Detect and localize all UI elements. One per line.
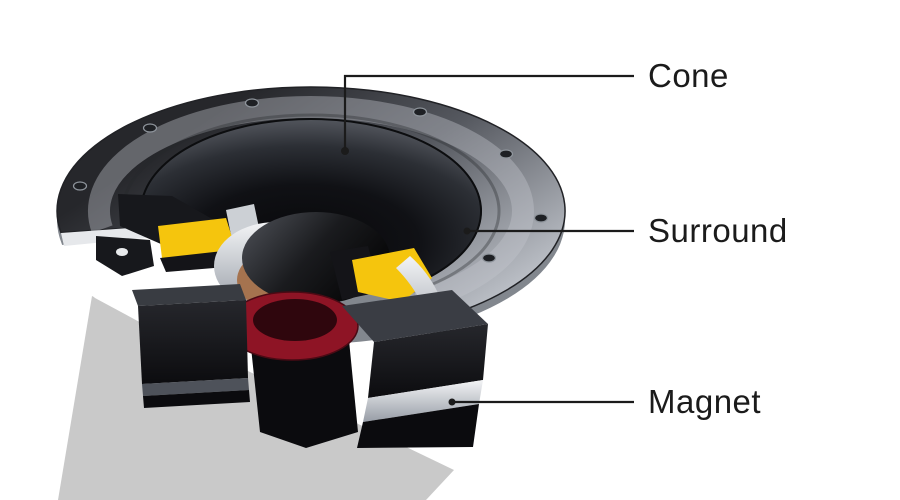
block-base <box>357 404 479 448</box>
block-top-facet <box>342 290 488 342</box>
screw-hole <box>142 123 158 133</box>
terminal-bracket <box>96 236 154 276</box>
label-surround: Surround <box>648 212 788 249</box>
block-plate <box>363 380 483 422</box>
block-base <box>143 390 250 408</box>
magnet-anchor-dot <box>448 398 456 406</box>
magnet-block-left <box>132 284 250 408</box>
block-plate <box>142 378 249 396</box>
bracket-hole <box>116 248 128 256</box>
magnet-block-right <box>342 290 488 448</box>
label-cone: Cone <box>648 57 729 94</box>
block-front <box>138 300 248 384</box>
screw-holes <box>72 98 549 263</box>
surround-highlight <box>87 96 534 312</box>
frame-cut-face <box>61 227 146 246</box>
cone-rim-edge <box>140 118 482 292</box>
screw-hole <box>481 253 497 263</box>
screw-hole <box>72 181 88 191</box>
surround-crease <box>121 113 501 296</box>
surround-anchor-dot <box>463 227 471 235</box>
magnet-ring-bore <box>253 299 337 341</box>
screw-hole <box>244 98 260 108</box>
cone-leader-line <box>343 74 634 150</box>
screw-hole <box>412 107 428 117</box>
block-top-facet <box>132 284 246 306</box>
label-magnet: Magnet <box>648 383 762 420</box>
cutaway-internals <box>61 194 488 448</box>
leader-lines <box>341 74 634 406</box>
block-front <box>368 324 488 398</box>
screw-hole <box>498 149 514 159</box>
cone-anchor-dot <box>341 147 349 155</box>
screw-hole <box>533 213 549 223</box>
